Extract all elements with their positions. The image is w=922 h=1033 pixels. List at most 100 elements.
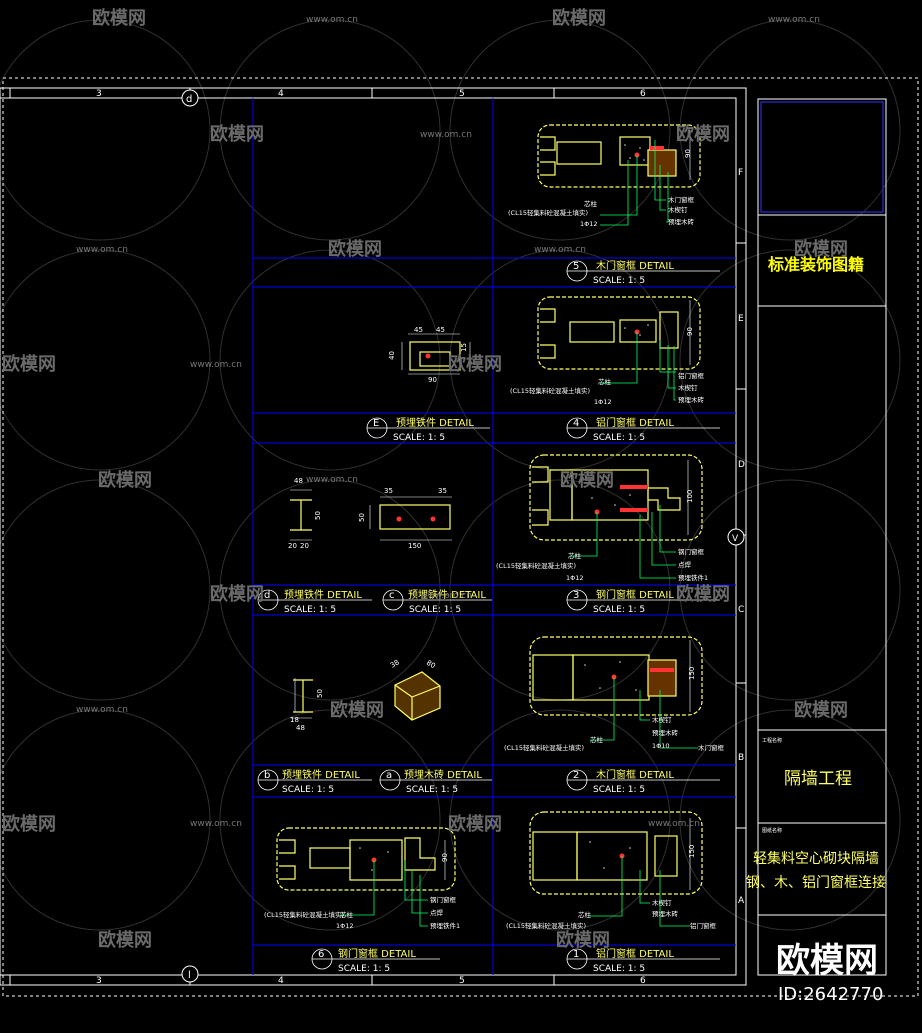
watermark-url: www.om.cn [190, 360, 242, 370]
note-wood-nail: 木楔钉 [668, 205, 688, 214]
leader-lines [340, 140, 698, 927]
top-grid-number: 4 [278, 89, 284, 99]
watermark-logo: 欧模网 [448, 813, 502, 835]
detail-number: 3 [573, 590, 579, 601]
dim-text: 150 [408, 542, 421, 550]
note-embed-wood: 预埋木砖 [678, 395, 705, 404]
detail-scale: SCALE: 1: 5 [393, 433, 445, 443]
axis-bubble-bottom: l [181, 965, 199, 983]
detail-scale: SCALE: 1: 5 [593, 605, 645, 615]
watermark-url: www.om.cn [76, 245, 128, 255]
watermark-logo: 欧模网 [552, 7, 606, 29]
note-spot-weld: 点焊 [430, 908, 444, 917]
svg-text:l: l [188, 970, 191, 981]
detail-title: 预埋铁件 DETAIL [284, 588, 362, 601]
dim-text: 50 [316, 689, 324, 698]
drawing-label: 图纸名称 [762, 827, 782, 834]
note-steel-frame: 钢门窗框 [678, 547, 705, 556]
dimension-lines [290, 130, 691, 890]
detail-number: 2 [573, 770, 579, 781]
dim-text: 90 [684, 149, 692, 158]
detail-scale: SCALE: 1: 5 [593, 276, 645, 286]
watermark-logo: 欧模网 [794, 238, 848, 260]
watermark-url: www.om.cn [306, 475, 358, 485]
detail-2-drawing [529, 636, 703, 716]
detail-b-a-drawing [293, 671, 441, 721]
note-alu-frame: 铝门窗框 [690, 921, 717, 930]
dim-text: 18 [290, 716, 299, 724]
dim-text: 150 [688, 667, 696, 680]
bottom-grid-number: 3 [96, 976, 102, 986]
detail-d-drawing [290, 499, 451, 531]
note-fill: (CL15轻集料砼混凝土填实) [504, 743, 584, 752]
detail-title: 钢门窗框 DETAIL [338, 947, 416, 960]
watermark-url: www.om.cn [420, 130, 472, 140]
watermark-url: www.om.cn [190, 819, 242, 829]
note-wood-nail: 木楔钉 [652, 715, 672, 724]
resource-id: ID:2642770 [778, 984, 883, 1005]
watermark-logos: 欧模网 欧模网 欧模网 欧模网 欧模网 欧模网 欧模网 欧模网 欧模网 欧模网 … [2, 7, 848, 951]
bottom-grid-number: 5 [459, 976, 465, 986]
axis-bubble-right: V [727, 528, 745, 546]
detail-title: 预埋铁件 DETAIL [282, 768, 360, 781]
watermark-url: www.om.cn [76, 705, 128, 715]
detail-scale: SCALE: 1: 5 [593, 964, 645, 974]
watermark-url: www.om.cn [420, 591, 472, 601]
right-grid-letter: B [738, 753, 744, 763]
watermark-logo: 欧模网 [328, 238, 382, 260]
watermark-logo: 欧模网 [98, 469, 152, 491]
note-steel-frame: 钢门窗框 [430, 895, 457, 904]
blue-grid [252, 98, 736, 975]
note-core: 芯柱 [568, 551, 582, 560]
bottom-grid-number: 6 [640, 976, 646, 986]
detail-4-drawing [537, 296, 701, 370]
watermark-logo: 欧模网 [2, 353, 56, 375]
detail-title: 木门窗框 DETAIL [596, 259, 674, 272]
watermark-url: www.om.cn [768, 15, 820, 25]
right-grid-letter: E [738, 314, 744, 324]
detail-scale: SCALE: 1: 5 [282, 785, 334, 795]
dim-text: 45 [414, 326, 423, 334]
dim-text: 15 [460, 343, 468, 352]
note-spot-weld: 点焊 [678, 560, 692, 569]
dim-text: 35 [384, 487, 393, 495]
dim-text: 100 [686, 490, 694, 503]
detail-number: 4 [573, 418, 579, 429]
svg-text:d: d [186, 94, 192, 105]
watermark-logo: 欧模网 [210, 123, 264, 145]
axis-bubble-top: d [181, 89, 199, 107]
detail-e-drawing [409, 341, 461, 371]
detail-6-drawing [276, 827, 456, 891]
note-rebar: 1Φ12 [580, 220, 598, 228]
project-label: 工程名称 [762, 737, 782, 744]
top-grid-number: 3 [96, 89, 102, 99]
note-embed-iron: 预埋铁件1 [430, 921, 460, 930]
top-grid-number: 5 [459, 89, 465, 99]
detail-number: 5 [573, 261, 579, 272]
note-core: 芯柱 [598, 377, 612, 386]
note-core: 芯柱 [340, 910, 354, 919]
note-fill: (CL15轻集料砼混凝土填实) [264, 910, 344, 919]
watermark-logo: 欧模网 [560, 469, 614, 491]
detail-number: a [386, 770, 392, 781]
note-embed-wood: 预埋木砖 [652, 728, 679, 737]
project-name: 隔墙工程 [784, 769, 852, 789]
watermark-logo: 欧模网 [92, 7, 146, 29]
bottom-grid-number: 4 [278, 976, 284, 986]
concrete-speckle [359, 144, 649, 871]
detail-title: 预埋铁件 DETAIL [408, 588, 486, 601]
detail-title: 铝门窗框 DETAIL [596, 947, 674, 960]
note-core: 芯柱 [590, 735, 604, 744]
watermark-url: www.om.cn [534, 245, 586, 255]
detail-scale: SCALE: 1: 5 [406, 785, 458, 795]
dim-text: 50 [314, 511, 322, 520]
detail-scale: SCALE: 1: 5 [338, 964, 390, 974]
dim-text: 90 [441, 853, 449, 862]
watermark-logo: 欧模网 [330, 699, 384, 721]
top-grid-number: 6 [640, 89, 646, 99]
note-embed-iron: 预埋铁件1 [678, 573, 708, 582]
dim-text: 40 [388, 351, 396, 360]
detail-3-drawing [529, 454, 703, 541]
drawing-name-line1: 轻集料空心砌块隔墙 [753, 850, 879, 867]
